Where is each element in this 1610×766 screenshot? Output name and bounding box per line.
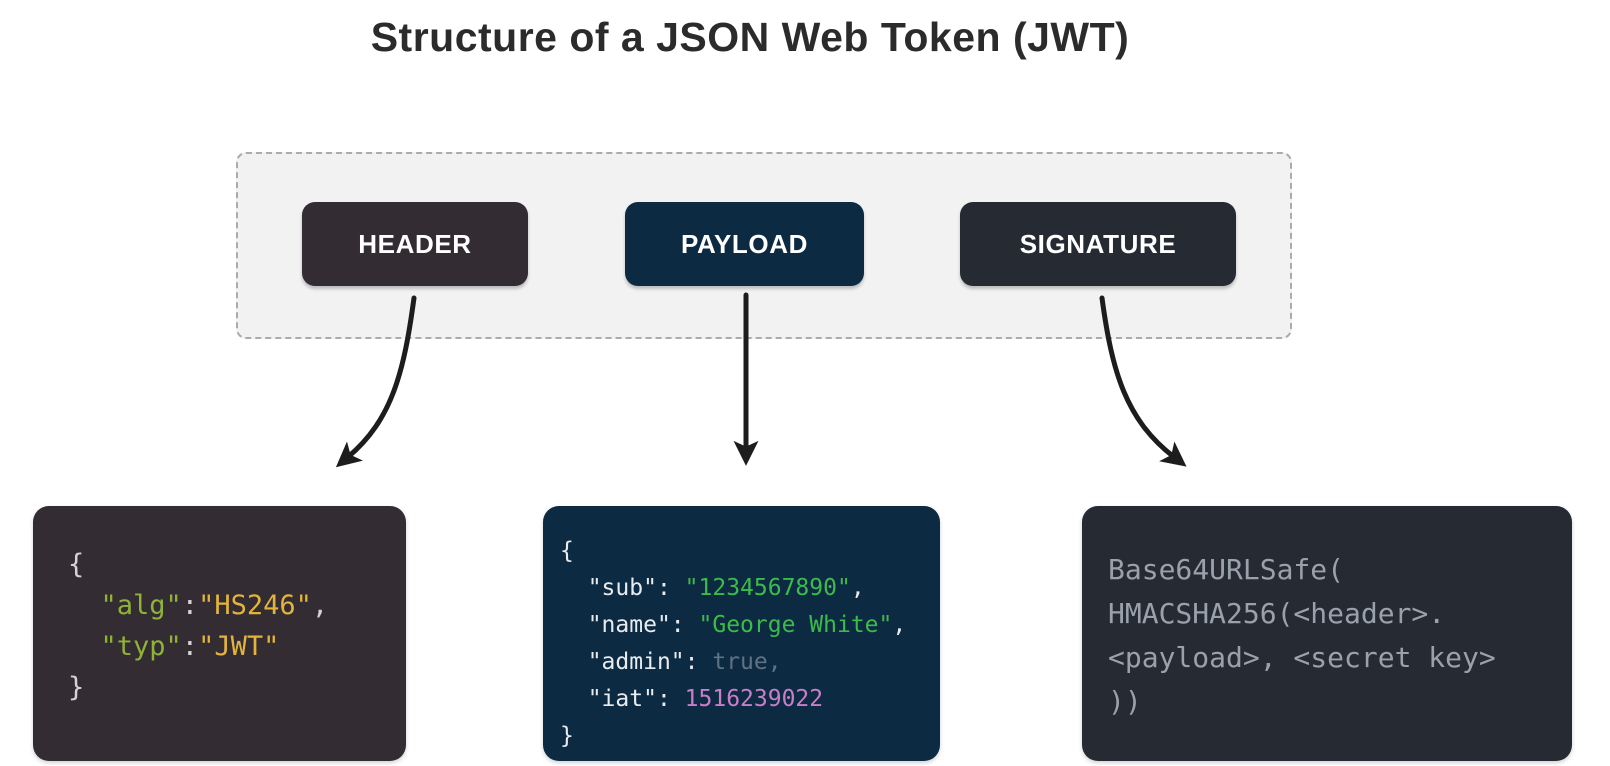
signature-part-box: SIGNATURE bbox=[960, 202, 1236, 286]
signature-code-block: Base64URLSafe(HMACSHA256(<header>.<paylo… bbox=[1082, 506, 1572, 761]
header-part-box: HEADER bbox=[302, 202, 528, 286]
payload-part-label: PAYLOAD bbox=[680, 228, 808, 259]
header-part-label: HEADER bbox=[358, 228, 472, 259]
payload-part-box: PAYLOAD bbox=[625, 202, 864, 286]
diagram-title: Structure of a JSON Web Token (JWT) bbox=[370, 14, 1130, 60]
payload-code-block: { "sub": "1234567890", "name": "George W… bbox=[543, 506, 940, 761]
header-code-block: { "alg":"HS246", "typ":"JWT"} bbox=[33, 506, 406, 761]
signature-part-label: SIGNATURE bbox=[1019, 228, 1177, 259]
